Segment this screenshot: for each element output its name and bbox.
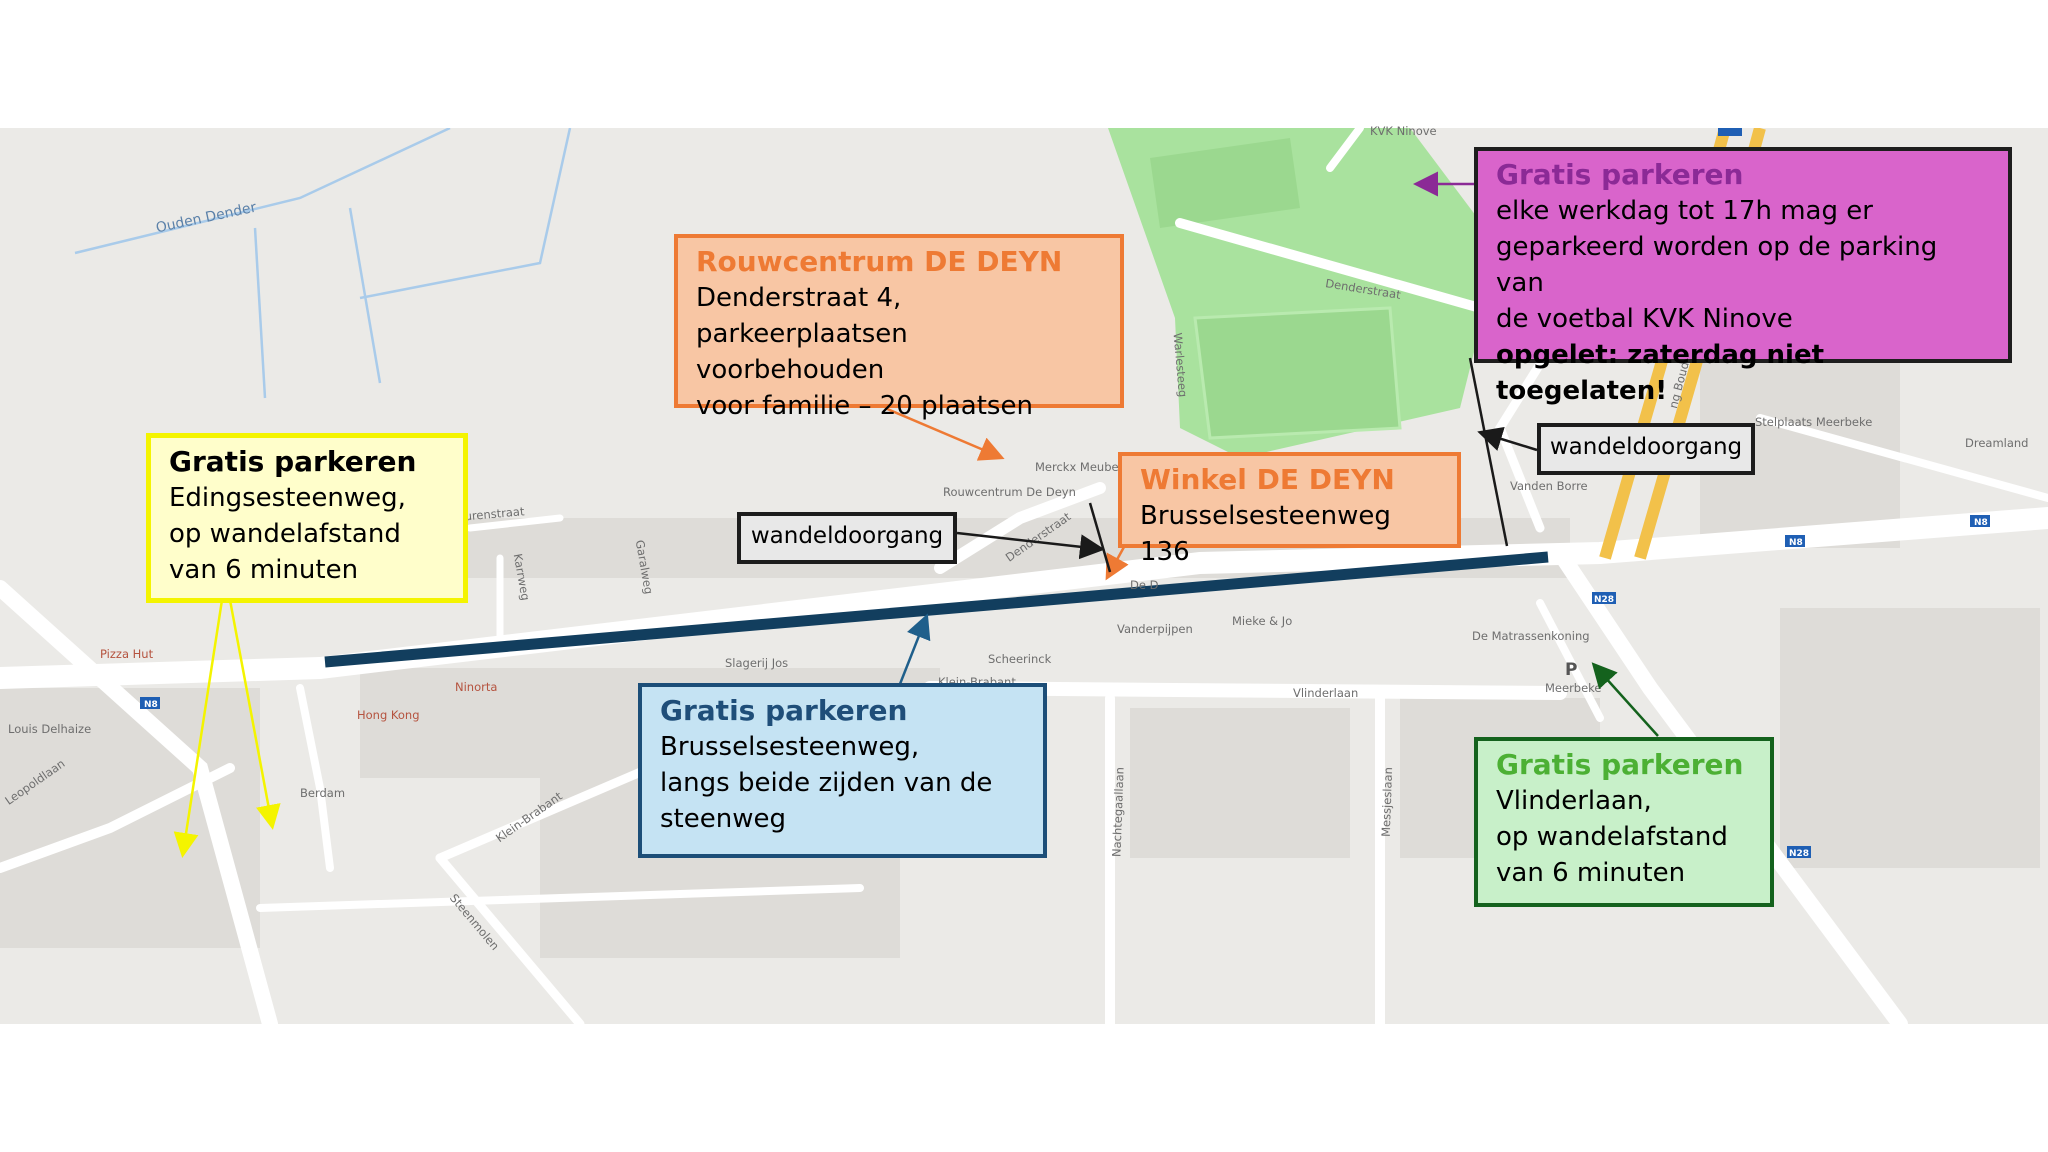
callout-rouwcentrum: Rouwcentrum DE DEYN Denderstraat 4, park… (674, 234, 1124, 421)
place-matrassenkoning: De Matrassenkoning (1472, 629, 1590, 643)
callout-line: elke werkdag tot 17h mag er (1496, 196, 1873, 226)
callout-line: steenweg (660, 804, 786, 834)
street-label-kvk: KVK Ninove (1370, 124, 1437, 138)
place-de-deyn: De D (1130, 578, 1159, 592)
callout-title: Rouwcentrum DE DEYN (696, 245, 1063, 278)
callout-line: de voetbal KVK Ninove (1496, 304, 1793, 334)
callout-line: Edingsesteenweg, (169, 483, 406, 513)
callout-line: van 6 minuten (169, 555, 359, 585)
place-stelplaats: Stelplaats Meerbeke (1755, 415, 1873, 429)
waterways (74, 128, 572, 399)
wandeldoorgang-label-left: wandeldoorgang (737, 512, 957, 564)
callout-line: Brusselsesteenweg 136 (1140, 501, 1391, 567)
shield-label: N28 (1594, 595, 1614, 605)
callout-title: Gratis parkeren (1496, 158, 1744, 191)
street-label-messjeslaan: Messjeslaan (1378, 766, 1396, 838)
place-mieke-jo: Mieke & Jo (1232, 614, 1293, 628)
callout-line: Denderstraat 4, (696, 283, 902, 313)
callout-line: parkeerplaatsen voorbehouden (696, 319, 908, 385)
callout-brusselsesteenweg: Gratis parkeren Brusselsesteenweg, langs… (638, 683, 1047, 858)
place-dreamland: Dreamland (1965, 436, 2029, 450)
place-slagerij-jos: Slagerij Jos (725, 656, 789, 670)
callout-title: Gratis parkeren (660, 694, 908, 727)
place-hong-kong: Hong Kong (357, 708, 420, 722)
wandeldoorgang-label-right: wandeldoorgang (1537, 423, 1755, 475)
place-louis-delhaize: Louis Delhaize (8, 722, 92, 736)
brusselsesteenweg-route (324, 551, 1549, 668)
callout-line: van 6 minuten (1496, 858, 1686, 888)
shield-label: N8 (1789, 538, 1803, 548)
place-vanderpijpen: Vanderpijpen (1117, 622, 1193, 636)
callout-line: op wandelafstand (169, 519, 401, 549)
shield-label: N28 (1789, 849, 1809, 859)
football-field (1193, 306, 1402, 440)
place-merckx-meubel: Merckx Meubel (1035, 460, 1122, 474)
callout-vlinderlaan: Gratis parkeren Vlinderlaan, op wandelaf… (1474, 737, 1774, 907)
shield-label: N8 (144, 700, 158, 710)
callout-warning: opgelet: zaterdag niet toegelaten! (1496, 340, 1825, 406)
callout-kvk-parking: Gratis parkeren elke werkdag tot 17h mag… (1474, 147, 2012, 406)
callout-winkel: Winkel DE DEYN Brusselsesteenweg 136 (1118, 452, 1461, 567)
place-rouwcentrum: Rouwcentrum De Deyn (943, 485, 1076, 499)
place-meerbeke: Meerbeke (1545, 681, 1602, 695)
callout-line: Vlinderlaan, (1496, 786, 1652, 816)
callout-line: op wandelafstand (1496, 822, 1728, 852)
callout-title: Gratis parkeren (1496, 748, 1744, 781)
callout-edingsesteenweg: Gratis parkeren Edingsesteenweg, op wand… (146, 433, 468, 603)
callout-title: Winkel DE DEYN (1140, 463, 1395, 496)
callout-line: geparkeerd worden op de parking van (1496, 232, 1938, 298)
place-berdam: Berdam (300, 786, 346, 800)
callout-line: Brusselsesteenweg, (660, 732, 920, 762)
road-shields: N8 N8 N8 N28 N28 (140, 128, 1990, 859)
place-scheerinck: Scheerinck (988, 652, 1052, 666)
parking-symbol: P (1565, 660, 1577, 680)
football-field-2 (1150, 138, 1300, 228)
place-vanden-borre: Vanden Borre (1510, 479, 1588, 493)
street-label-vlinderlaan: Vlinderlaan (1293, 686, 1359, 700)
callout-title: Gratis parkeren (169, 445, 417, 478)
place-ninorta: Ninorta (455, 680, 498, 694)
callout-line: voor familie – 20 plaatsen (696, 391, 1033, 421)
callout-line: langs beide zijden van de (660, 768, 993, 798)
shield-label: N8 (1974, 518, 1988, 528)
place-pizza-hut: Pizza Hut (100, 647, 154, 661)
